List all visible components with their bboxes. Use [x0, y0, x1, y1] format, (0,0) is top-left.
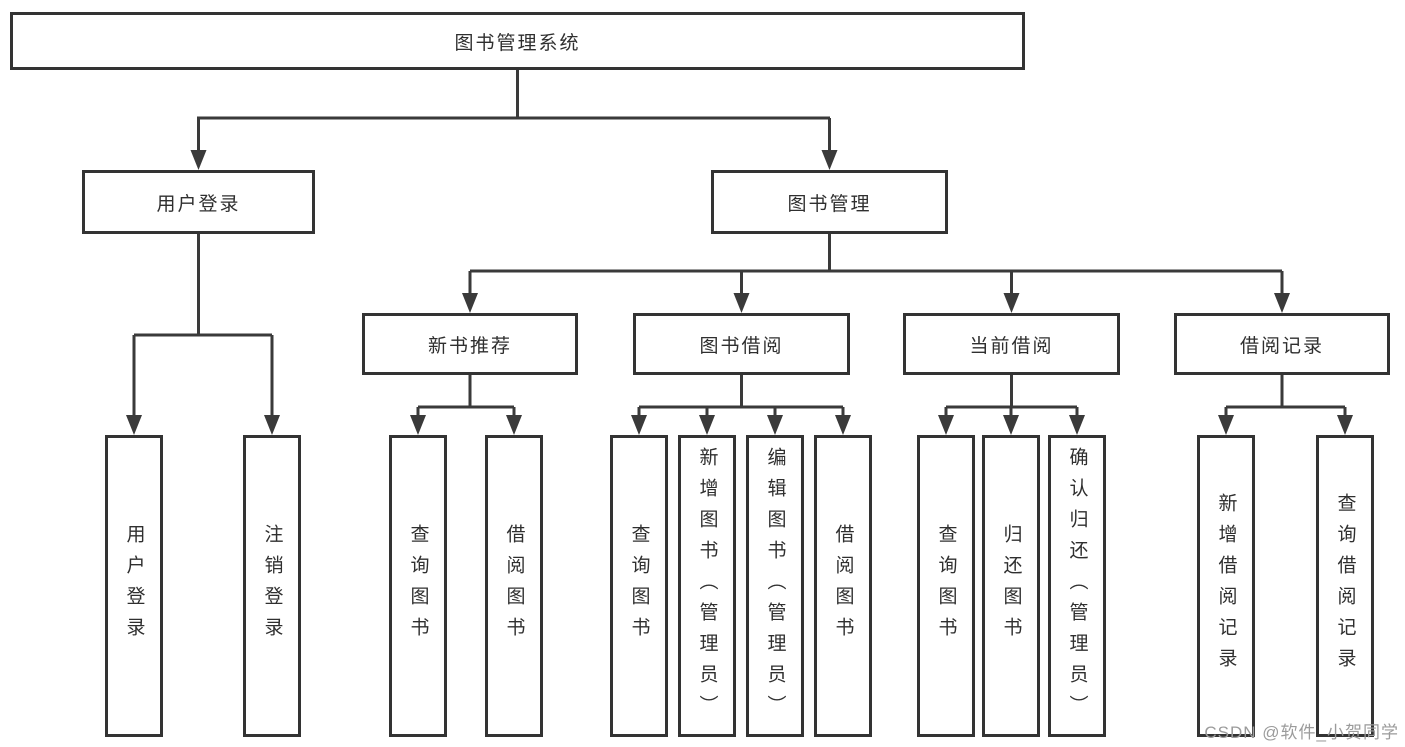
node-book-borrow: 图书借阅 [633, 313, 850, 375]
leaf-query-books-current: 查询图书 [917, 435, 975, 737]
node-label: 用户登录 [156, 193, 241, 215]
node-borrow-records: 借阅记录 [1174, 313, 1390, 375]
node-label: 新书推荐 [427, 335, 512, 357]
node-label: 确认归还（管理员） [1066, 446, 1088, 726]
leaf-borrow-books-recommend: 借阅图书 [485, 435, 543, 737]
node-label: 图书借阅 [699, 335, 784, 357]
arrowheads [126, 150, 1353, 435]
leaf-add-borrow-record: 新增借阅记录 [1197, 435, 1255, 737]
leaf-add-book-admin: 新增图书（管理员） [678, 435, 736, 737]
leaf-borrow-books: 借阅图书 [814, 435, 872, 737]
node-label: 借阅图书 [832, 524, 854, 648]
node-label: 图书管理系统 [454, 32, 581, 54]
leaf-confirm-return-admin: 确认归还（管理员） [1048, 435, 1106, 737]
node-label: 借阅图书 [503, 524, 525, 648]
node-book-management: 图书管理 [711, 170, 948, 234]
node-label: 图书管理 [787, 193, 872, 215]
leaf-query-books-borrow: 查询图书 [610, 435, 668, 737]
node-label: 当前借阅 [969, 335, 1054, 357]
tree-edges [132, 70, 1347, 418]
node-label: 用户登录 [123, 524, 145, 648]
node-label: 查询图书 [935, 524, 957, 648]
leaf-user-login: 用户登录 [105, 435, 163, 737]
leaf-edit-book-admin: 编辑图书（管理员） [746, 435, 804, 737]
node-label: 注销登录 [261, 524, 283, 648]
node-label: 借阅记录 [1239, 335, 1324, 357]
watermark: CSDN @软件_小贺同学 [1204, 723, 1399, 742]
node-label: 编辑图书（管理员） [764, 446, 786, 726]
node-label: 查询图书 [628, 524, 650, 648]
node-library-management-system: 图书管理系统 [10, 12, 1025, 70]
node-label: 查询借阅记录 [1334, 493, 1356, 679]
node-new-book-recommend: 新书推荐 [362, 313, 578, 375]
leaf-return-book: 归还图书 [982, 435, 1040, 737]
node-label: 查询图书 [407, 524, 429, 648]
node-user-login: 用户登录 [82, 170, 315, 234]
leaf-query-books-recommend: 查询图书 [389, 435, 447, 737]
leaf-query-borrow-record: 查询借阅记录 [1316, 435, 1374, 737]
node-current-borrow: 当前借阅 [903, 313, 1120, 375]
node-label: 新增图书（管理员） [696, 446, 718, 726]
node-label: 归还图书 [1000, 524, 1022, 648]
node-label: 新增借阅记录 [1215, 493, 1237, 679]
leaf-logout: 注销登录 [243, 435, 301, 737]
